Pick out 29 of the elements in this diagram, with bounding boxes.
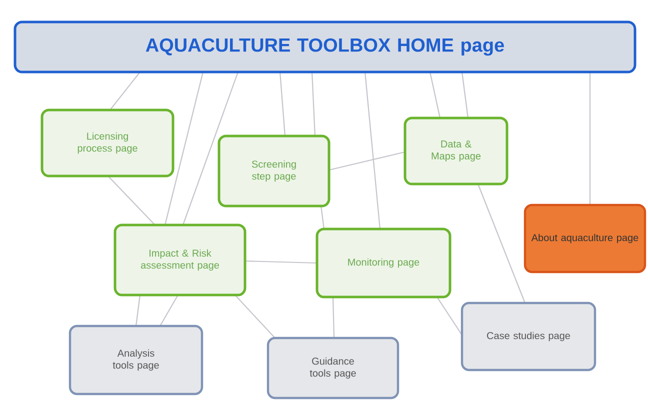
page-box: Licensing process page: [40, 108, 174, 178]
page-box: Monitoring page: [316, 228, 452, 298]
page-box: Case studies page: [460, 302, 596, 372]
connector-line: [234, 294, 276, 338]
connector-line: [332, 296, 335, 338]
connector-line: [320, 206, 325, 230]
page-box: About aquaculture page: [524, 204, 646, 274]
connector-line: [364, 72, 381, 230]
connector-line: [429, 72, 441, 118]
page-box: Guidance tools page: [266, 336, 400, 400]
connector-line: [589, 72, 591, 205]
connector-line: [244, 260, 318, 264]
page-box: Analysis tools page: [68, 324, 204, 396]
page-box: Screening step page: [218, 134, 330, 208]
connector-line: [279, 72, 286, 136]
connector-line: [135, 294, 141, 326]
connector-line: [164, 72, 204, 226]
connector-line: [436, 296, 462, 336]
connector-line: [110, 72, 140, 110]
connector-line: [160, 294, 178, 326]
connector-line: [477, 184, 526, 304]
connector-line: [311, 72, 316, 136]
connector-line: [182, 72, 239, 226]
page-box: Data & Maps page: [404, 116, 508, 186]
connector-line: [108, 176, 156, 226]
connector-line: [461, 72, 469, 118]
title-banner: AQUACULTURE TOOLBOX HOME page: [14, 20, 636, 74]
connector-line: [328, 151, 406, 171]
page-box: Impact & Risk assessment page: [114, 224, 246, 296]
